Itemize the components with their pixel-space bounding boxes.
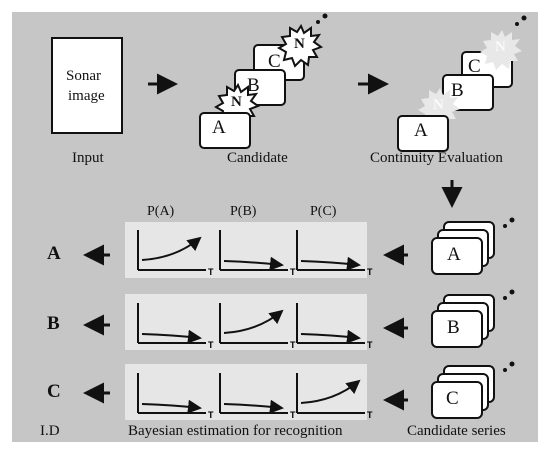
candidate-card-a-label: A [212, 117, 226, 138]
plot-curve [141, 329, 202, 344]
plot-r1-c3: T [296, 230, 373, 277]
noise-burst-top [276, 23, 324, 68]
dot [316, 20, 320, 24]
series-card-c [431, 381, 483, 419]
dot [521, 15, 527, 21]
plot-r3-c2: T [219, 373, 296, 420]
plot-axis-label-t: T [290, 410, 296, 420]
plot-axis-label-t: T [290, 340, 296, 350]
plot-curve [300, 329, 361, 344]
series-card-b-label: B [447, 317, 460, 338]
plot-curve [223, 256, 284, 271]
plot-curve [223, 399, 284, 414]
continuity-caption: Continuity Evaluation [370, 150, 503, 166]
plot-curve [300, 379, 361, 404]
plot-curve [300, 256, 361, 271]
plot-curve [141, 399, 202, 414]
plot-axis-label-t: T [208, 267, 214, 277]
series-stack-b [431, 289, 515, 348]
candidate-caption: Candidate [227, 150, 288, 166]
probability-plots: T T T T T T T T T [137, 230, 373, 420]
plot-r2-c1: T [137, 303, 214, 350]
continuity-card-a [397, 115, 449, 152]
series-card-a [431, 237, 483, 275]
sonar-image-box [51, 37, 123, 134]
recognition-panel-b [125, 294, 367, 350]
series-caption: Candidate series [407, 423, 506, 439]
plot-axis-label-t: T [290, 267, 296, 277]
plot-r3-c3: T [296, 373, 373, 420]
series-card-b [431, 310, 483, 348]
header-pa: P(A) [147, 204, 175, 219]
continuity-card-b-label: B [451, 80, 464, 101]
input-caption: Input [72, 150, 104, 166]
noise-label-top: N [294, 36, 305, 52]
plot-r3-c1: T [137, 373, 214, 420]
plot-r2-c3: T [296, 303, 373, 350]
recognition-caption: Bayesian estimation for recognition [128, 423, 343, 439]
candidate-card-c-label: C [268, 51, 281, 72]
noise-label-bottom: N [231, 94, 242, 110]
plot-r1-c1: T [137, 230, 214, 277]
plot-axis-label-t: T [208, 340, 214, 350]
recognition-panel-a [125, 222, 367, 278]
series-stack-c [431, 361, 515, 419]
sonar-text-line2: image [68, 88, 105, 104]
candidate-stack [199, 13, 328, 149]
header-pb: P(B) [230, 204, 257, 219]
continuity-card-c-label: C [468, 56, 481, 77]
id-caption: I.D [40, 423, 60, 439]
plot-curve [223, 309, 284, 334]
id-label-a: A [47, 243, 61, 264]
series-card-a-label: A [447, 244, 461, 265]
sonar-text-line1: Sonar [66, 68, 101, 84]
plot-axis-label-t: T [208, 410, 214, 420]
plot-r2-c2: T [219, 303, 296, 350]
id-label-b: B [47, 313, 60, 334]
candidate-card-b-label: B [247, 75, 260, 96]
series-card-c-label: C [446, 388, 459, 409]
dot [515, 22, 519, 26]
plot-axis-label-t: T [367, 410, 373, 420]
header-pc: P(C) [310, 204, 337, 219]
continuity-card-b [442, 74, 494, 111]
dot [322, 13, 328, 19]
candidate-card-a [199, 112, 251, 149]
plot-axis-label-t: T [367, 267, 373, 277]
recognition-panel-c [125, 364, 367, 420]
plot-curve [141, 236, 202, 261]
faded-noise-label-top: N [495, 39, 506, 55]
id-label-c: C [47, 381, 61, 402]
noise-burst-faded-top [480, 30, 522, 70]
plot-axis-label-t: T [367, 340, 373, 350]
continuity-card-a-label: A [414, 120, 428, 141]
faded-noise-label-bottom: N [433, 97, 444, 113]
continuity-stack [397, 15, 527, 152]
series-stack-a [431, 217, 515, 275]
plot-r1-c2: T [219, 230, 296, 277]
